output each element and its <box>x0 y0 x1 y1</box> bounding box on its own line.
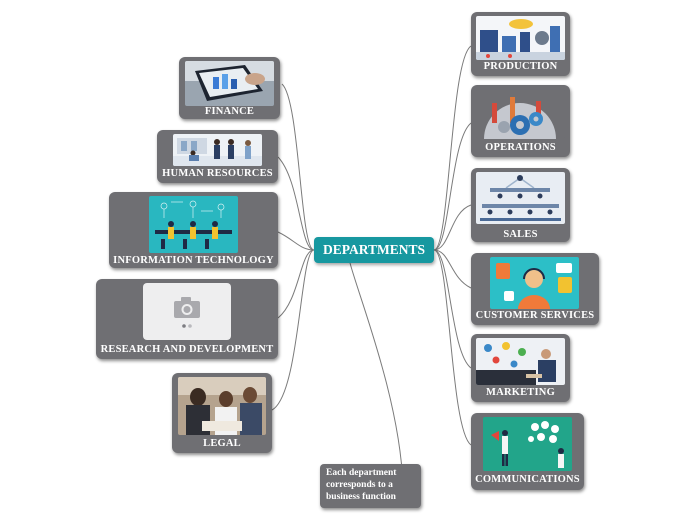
node-operations[interactable]: OPERATIONS <box>471 85 570 157</box>
sales-team-image <box>476 172 565 224</box>
node-research-and-development[interactable]: RESEARCH AND DEVELOPMENT <box>96 279 278 359</box>
node-label: MARKETING <box>486 387 555 398</box>
node-production[interactable]: PRODUCTION <box>471 12 570 76</box>
node-label: RESEARCH AND DEVELOPMENT <box>100 344 274 355</box>
note-box[interactable]: Each department corresponds to a busines… <box>320 464 421 508</box>
node-label: LEGAL <box>203 438 241 449</box>
node-label: COMMUNICATIONS <box>475 474 580 485</box>
finance-tablet-image <box>185 61 274 106</box>
node-sales[interactable]: SALES <box>471 168 570 242</box>
node-human-resources[interactable]: HUMAN RESOURCES <box>157 130 278 183</box>
node-communications[interactable]: COMMUNICATIONS <box>471 413 584 490</box>
node-customer-services[interactable]: CUSTOMER SERVICES <box>471 253 599 325</box>
node-label: HUMAN RESOURCES <box>162 168 273 179</box>
node-label: FINANCE <box>204 106 255 117</box>
factory-image <box>476 16 565 60</box>
camera-placeholder-icon <box>143 283 231 340</box>
node-finance[interactable]: FINANCE <box>179 57 280 119</box>
node-legal[interactable]: LEGAL <box>172 373 272 453</box>
support-agent-image <box>490 257 579 309</box>
node-label: SALES <box>503 229 538 240</box>
node-label: CUSTOMER SERVICES <box>475 310 595 321</box>
node-information-technology[interactable]: INFORMATION TECHNOLOGY <box>109 192 278 268</box>
handshake-image <box>173 134 262 166</box>
central-topic-departments[interactable]: DEPARTMENTS <box>314 237 434 263</box>
node-marketing[interactable]: MARKETING <box>471 334 570 402</box>
marketing-image <box>476 338 565 385</box>
note-text: Each department corresponds to a busines… <box>326 468 397 502</box>
node-label: INFORMATION TECHNOLOGY <box>113 255 274 266</box>
communications-image <box>483 417 572 471</box>
gears-image <box>476 89 565 139</box>
it-workers-image <box>149 196 238 253</box>
legal-meeting-image <box>178 377 266 435</box>
node-label: PRODUCTION <box>483 61 558 72</box>
node-label: OPERATIONS <box>485 142 556 153</box>
